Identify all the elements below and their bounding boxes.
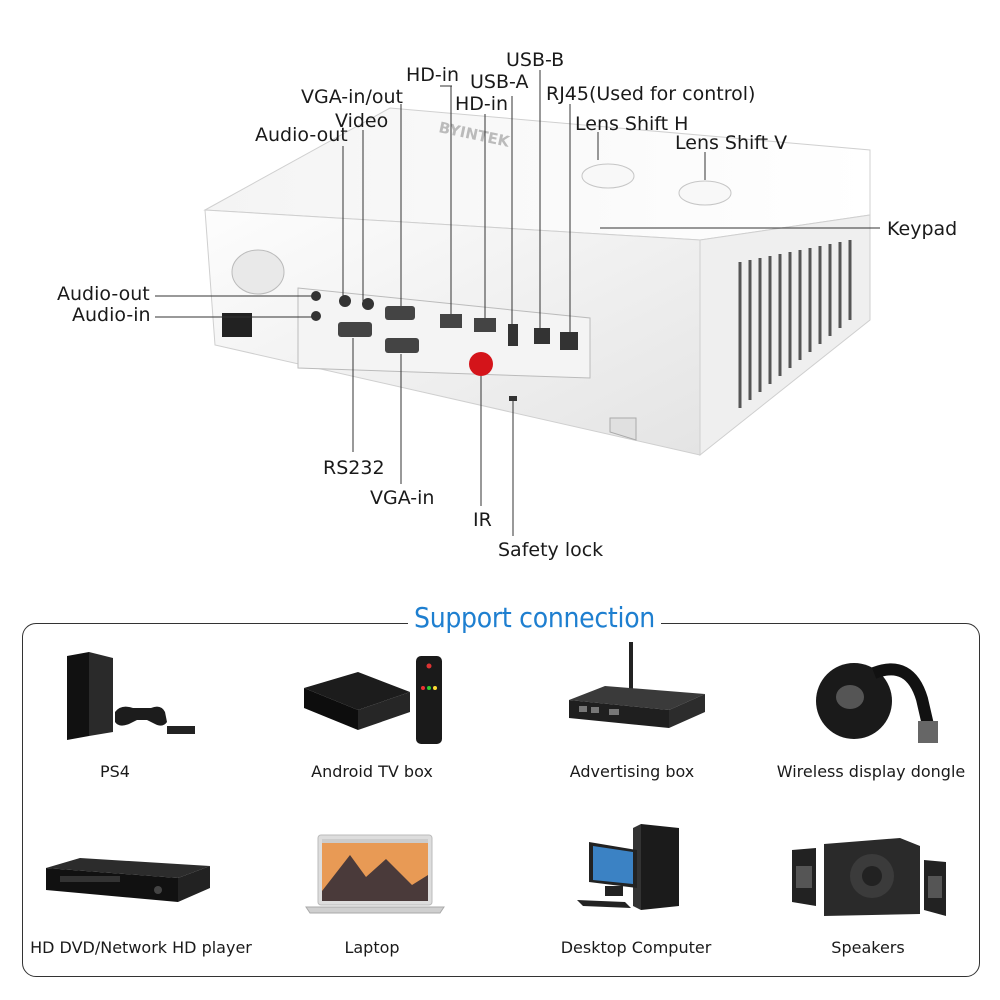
label-vga-in-out: VGA-in/out	[301, 86, 403, 108]
projector-rear-diagram: BYINTEK	[155, 70, 880, 536]
android-tv-box-icon	[304, 656, 442, 744]
device-label-laptop: Laptop	[344, 938, 400, 957]
audio-out-jack-2	[339, 295, 351, 307]
hdmi-port-1	[440, 314, 462, 328]
label-usb-a: USB-A	[470, 71, 529, 93]
usb-b-port	[534, 328, 550, 344]
label-lens-shift-v: Lens Shift V	[675, 132, 788, 154]
advertising-box-icon	[569, 642, 705, 728]
lens-shift-h-knob	[581, 163, 635, 189]
laptop-icon	[305, 834, 445, 914]
speakers-icon	[792, 838, 946, 916]
io-panel	[297, 287, 591, 379]
label-rs232: RS232	[323, 457, 385, 479]
label-safety-lock: Safety lock	[498, 539, 604, 561]
device-label-advertising-box: Advertising box	[569, 762, 695, 781]
vga-out-port	[385, 306, 415, 320]
usb-a-port	[508, 324, 518, 346]
lens-shift-v-knob	[678, 180, 732, 206]
speaker-grill	[231, 249, 285, 295]
video-jack	[362, 298, 374, 310]
device-label-android-tv-box: Android TV box	[311, 762, 433, 781]
audio-in-jack	[311, 311, 321, 321]
ir-receiver	[469, 352, 493, 376]
label-usb-b: USB-B	[506, 49, 565, 71]
rs232-port	[338, 322, 372, 337]
desktop-computer-icon	[577, 824, 679, 910]
device-label-ps4: PS4	[100, 762, 130, 781]
ps4-console-icon	[67, 652, 195, 740]
label-audio-out-left: Audio-out	[57, 283, 150, 305]
vga-in-port	[385, 338, 419, 353]
label-audio-in: Audio-in	[72, 304, 151, 326]
label-lens-shift-h: Lens Shift H	[575, 113, 689, 135]
device-label-wireless-dongle: Wireless display dongle	[776, 762, 966, 781]
label-ir: IR	[473, 509, 492, 531]
device-label-speakers: Speakers	[831, 938, 905, 957]
label-video: Video	[335, 110, 389, 132]
audio-out-jack	[311, 291, 321, 301]
label-rj45: RJ45(Used for control)	[546, 83, 756, 105]
device-label-dvd-player: HD DVD/Network HD player	[30, 938, 252, 957]
device-label-desktop-computer: Desktop Computer	[560, 938, 712, 957]
wireless-dongle-icon	[816, 663, 938, 743]
safety-lock-slot	[509, 396, 517, 401]
hdmi-port-2	[474, 318, 496, 332]
label-hd-in-top: HD-in	[406, 64, 460, 86]
label-hd-in-mid: HD-in	[455, 93, 509, 115]
rj45-port	[560, 332, 578, 350]
label-vga-in: VGA-in	[370, 487, 435, 509]
dvd-player-icon	[46, 858, 210, 902]
support-connection-title: Support connection	[408, 601, 661, 634]
projector-side	[699, 214, 871, 457]
label-audio-out-top: Audio-out	[255, 124, 348, 146]
label-keypad: Keypad	[887, 218, 958, 240]
